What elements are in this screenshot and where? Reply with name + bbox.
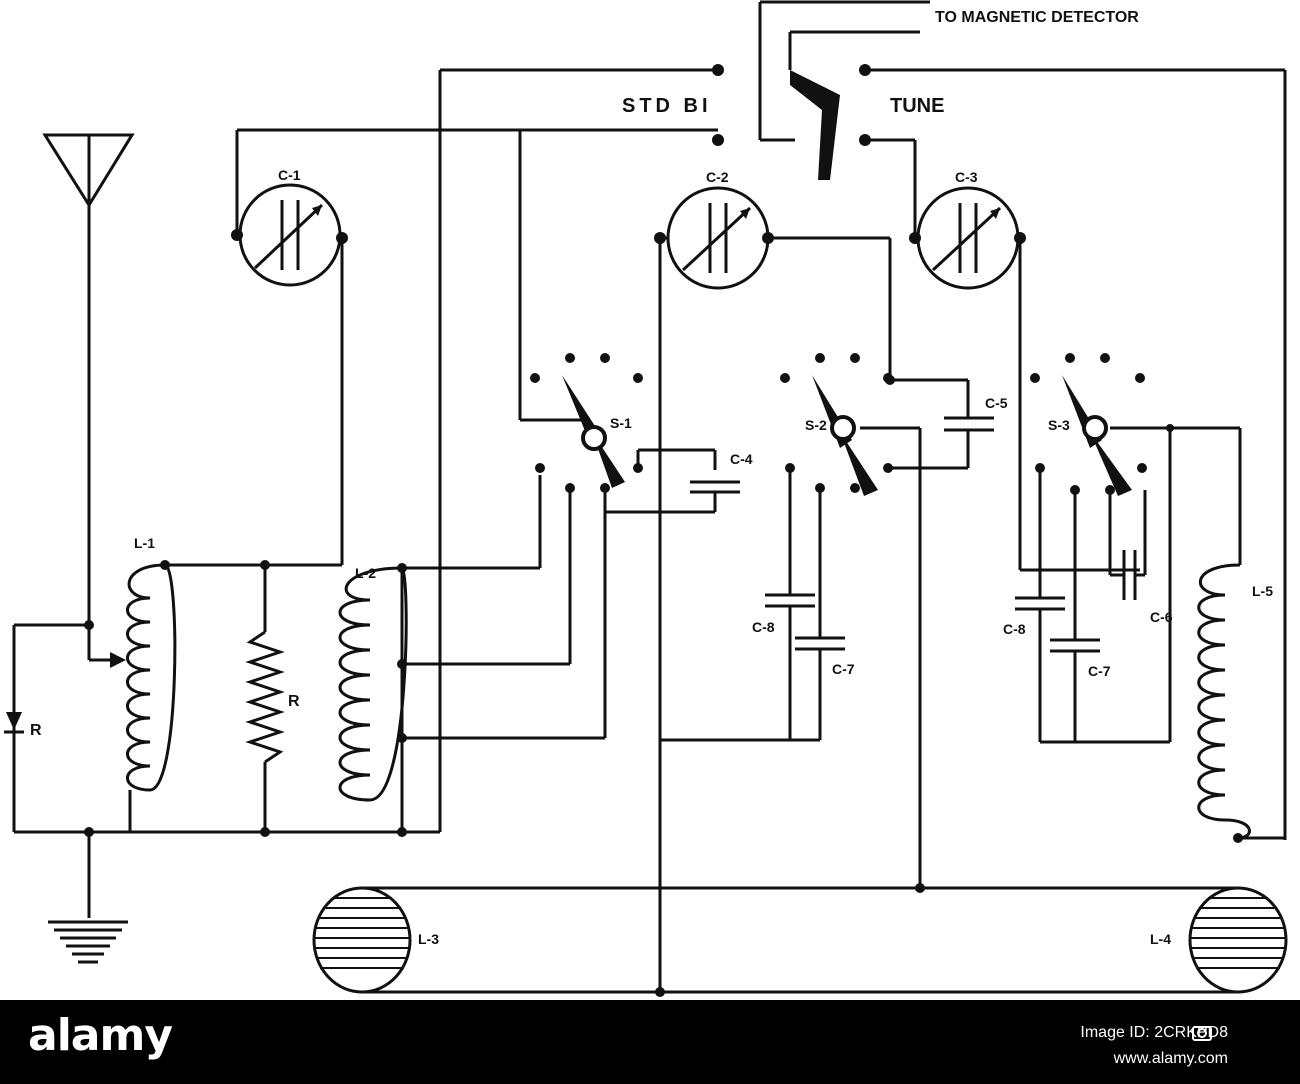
label-c4: C-4: [730, 451, 753, 467]
capacitor-c7-right: [1050, 490, 1100, 742]
label-c7-right: C-7: [1088, 663, 1111, 679]
selector-switch-s1: [562, 375, 625, 488]
capacitor-c6: [1108, 490, 1147, 600]
capacitor-c4: [603, 448, 740, 514]
label-c8-middle: C-8: [752, 619, 775, 635]
label-c1: C-1: [278, 167, 301, 183]
label-l2: L-2: [355, 565, 376, 581]
stock-camera-icon: [1192, 1026, 1212, 1041]
label-l4: L-4: [1150, 931, 1171, 947]
label-c2: C-2: [706, 169, 729, 185]
junction-dots: [84, 229, 1243, 997]
label-c3: C-3: [955, 169, 978, 185]
label-c8-right: C-8: [1003, 621, 1026, 637]
resistor-r: [245, 565, 285, 832]
label-tune: TUNE: [890, 95, 944, 117]
variable-capacitor-c1: [235, 128, 718, 287]
capacitor-c7-middle: [795, 488, 845, 740]
label-r-resistor: R: [288, 693, 300, 710]
coil-l3: [312, 886, 412, 994]
antenna-symbol: [42, 133, 135, 660]
label-c5: C-5: [985, 395, 1008, 411]
coil-l5: [1197, 563, 1285, 840]
switch-contact-dots: [530, 353, 1147, 495]
variable-capacitor-c3: [913, 140, 1020, 290]
label-c6: C-6: [1150, 609, 1173, 625]
label-to-magnetic-detector: TO MAGNETIC DETECTOR: [935, 9, 1139, 26]
label-l3: L-3: [418, 931, 439, 947]
label-s1: S-1: [610, 415, 632, 431]
label-r-detector: R: [30, 722, 42, 739]
image-id-text: Image ID: 2CRKPD8: [1080, 1024, 1228, 1041]
label-l5: L-5: [1252, 583, 1273, 599]
schematic-diagram: TO MAGNETIC DETECTOR STD BI TUNE C-1 C-2…: [4, 0, 1288, 997]
capacitor-c8-middle: [765, 468, 815, 740]
capacitor-c5: [888, 380, 994, 470]
stock-footer-bar: alamy Image ID: 2CRKPD8 www.alamy.com: [0, 1000, 1300, 1084]
site-url-text[interactable]: www.alamy.com: [1113, 1050, 1228, 1067]
stdbi-tune-switch: [712, 0, 1287, 840]
coil-l1: [89, 563, 177, 832]
ground-symbol: [48, 832, 128, 964]
label-s3: S-3: [1048, 417, 1070, 433]
label-s2: S-2: [805, 417, 827, 433]
brand-logo[interactable]: alamy: [28, 1010, 173, 1061]
selector-switch-s3: [1062, 375, 1132, 496]
label-l1: L-1: [134, 535, 155, 551]
label-std-bi: STD BI: [622, 95, 712, 117]
variable-capacitor-c2: [660, 186, 890, 290]
capacitor-c8-right: [1015, 468, 1065, 742]
label-c7-middle: C-7: [832, 661, 855, 677]
coil-l4: [1188, 886, 1288, 994]
coil-l2: [338, 566, 408, 832]
selector-switch-s2: [812, 375, 878, 496]
crystal-detector-r: [4, 623, 440, 834]
